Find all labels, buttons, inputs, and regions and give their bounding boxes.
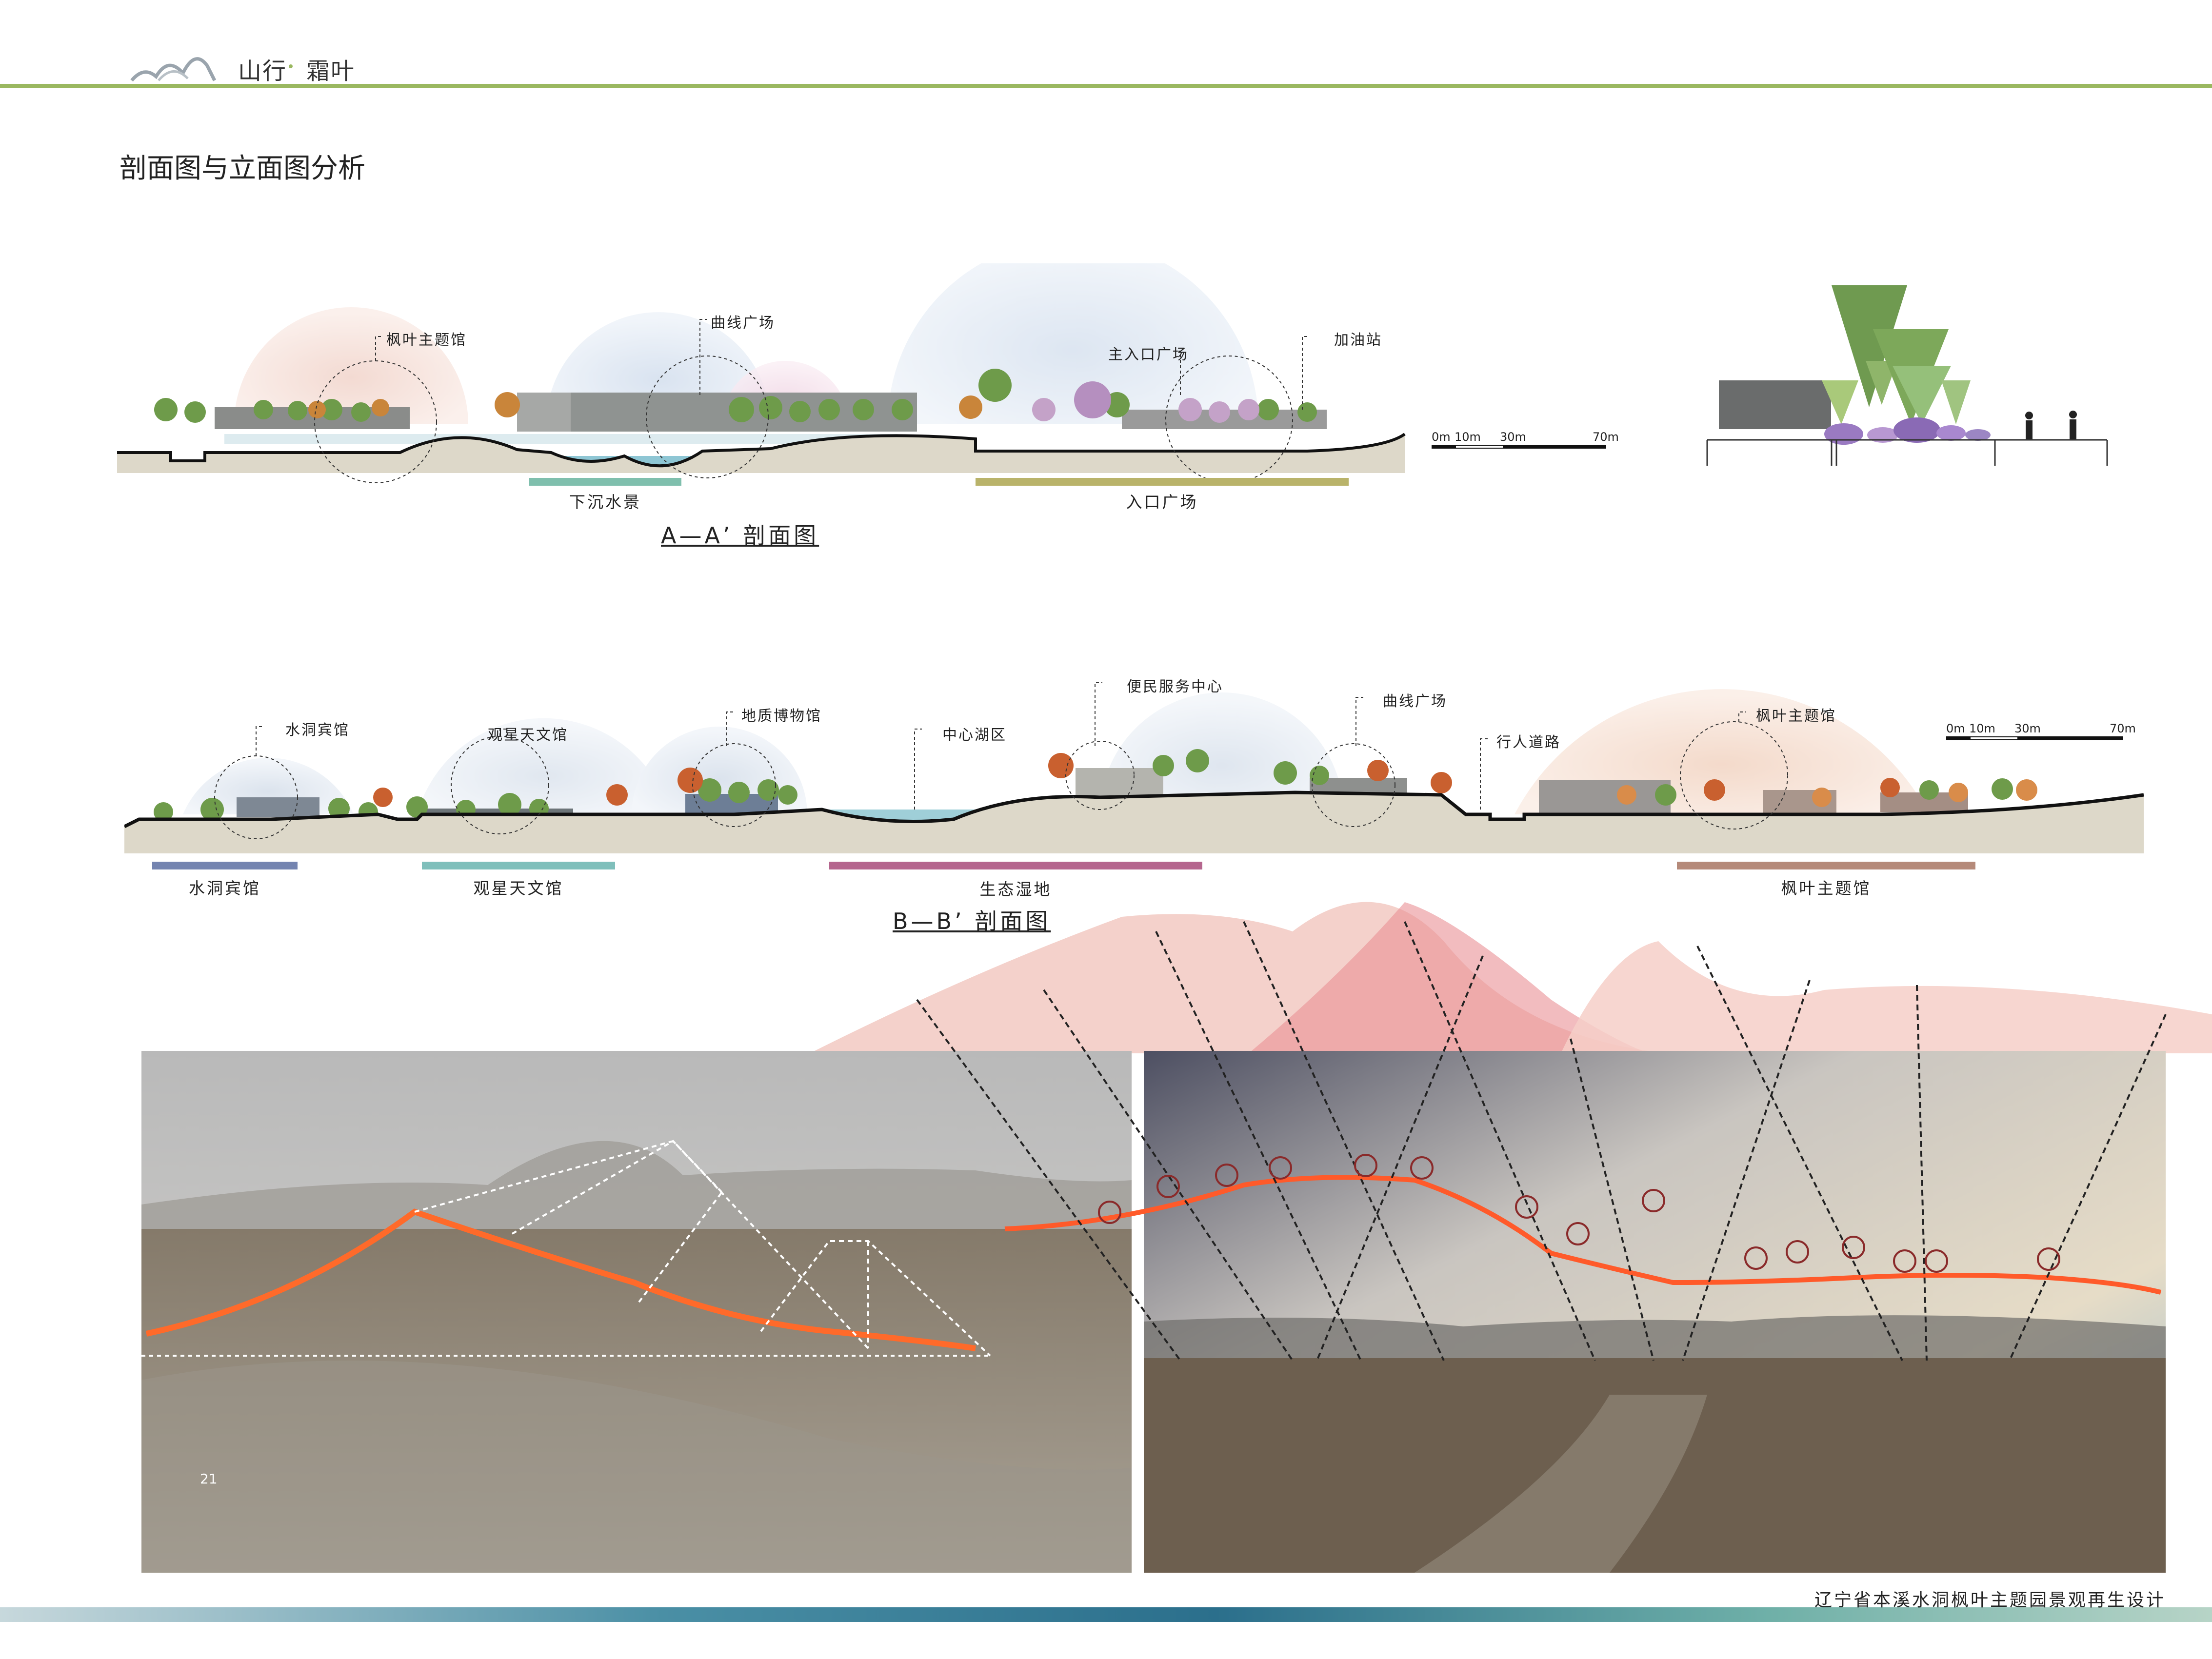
zone-label-sunken-water: 下沉水景 xyxy=(569,493,641,512)
zone-bar-entrance-plaza xyxy=(976,478,1349,486)
section-aa-drawing xyxy=(117,263,1406,483)
callout-bb-curve-plaza: 曲线广场 xyxy=(1383,693,1447,710)
callout-maple-hall: 枫叶主题馆 xyxy=(386,332,467,349)
zone-bar-bb-observatory xyxy=(422,862,615,869)
header-rule xyxy=(0,84,2212,88)
zone-bar-sunken-water xyxy=(529,478,681,486)
page-number: 21 xyxy=(200,1471,218,1487)
callout-main-entrance: 主入口广场 xyxy=(1108,346,1189,363)
section-aa-title: A—A’ 剖面图 xyxy=(661,522,819,549)
callout-bb-pedestrian-road: 行人道路 xyxy=(1496,734,1561,751)
mountain-profile-graphic xyxy=(141,902,2212,1573)
section-bb-title: B—B’ 剖面图 xyxy=(893,908,1051,934)
zone-bar-bb-hotel xyxy=(152,862,298,869)
zone-label-entrance-plaza: 入口广场 xyxy=(1126,493,1198,512)
logo-text-2: 霜叶 xyxy=(306,58,356,85)
footer-band xyxy=(0,1607,2212,1622)
callout-bb-service-center: 便民服务中心 xyxy=(1127,678,1223,695)
zone-label-bb-maple: 枫叶主题馆 xyxy=(1781,879,1872,898)
zone-bar-bb-maple xyxy=(1677,862,1975,869)
page-title: 剖面图与立面图分析 xyxy=(120,153,365,184)
callout-curve-plaza: 曲线广场 xyxy=(711,315,775,332)
callout-bb-observatory: 观星天文馆 xyxy=(488,727,568,744)
callout-gas-station: 加油站 xyxy=(1334,332,1382,349)
zone-bar-bb-wetland xyxy=(829,862,1202,869)
scale-bar-bb: 0m 10m 30m 70m xyxy=(1946,722,2141,741)
zone-label-bb-hotel: 水洞宾馆 xyxy=(189,879,261,898)
callout-bb-geology-museum: 地质博物馆 xyxy=(741,708,822,725)
callout-bb-water-cave-hotel: 水洞宾馆 xyxy=(285,722,350,739)
callout-bb-central-lake: 中心湖区 xyxy=(942,727,1007,744)
elevation-detail xyxy=(1706,285,2108,466)
callout-bb-maple-hall: 枫叶主题馆 xyxy=(1756,708,1836,725)
footer-text: 辽宁省本溪水洞枫叶主题园景观再生设计 xyxy=(1814,1590,2166,1610)
scale-bar-aa: 0m 10m 30m 70m xyxy=(1432,430,1619,450)
logo-dot xyxy=(289,64,293,68)
zone-label-bb-wetland: 生态湿地 xyxy=(979,880,1052,899)
zone-label-bb-observatory: 观星天文馆 xyxy=(473,879,564,898)
mountain-logo-icon xyxy=(130,57,217,82)
header: 山行 霜叶 xyxy=(0,0,2212,93)
logo-text: 山行 xyxy=(238,58,287,85)
section-bb-drawing xyxy=(124,682,2144,853)
